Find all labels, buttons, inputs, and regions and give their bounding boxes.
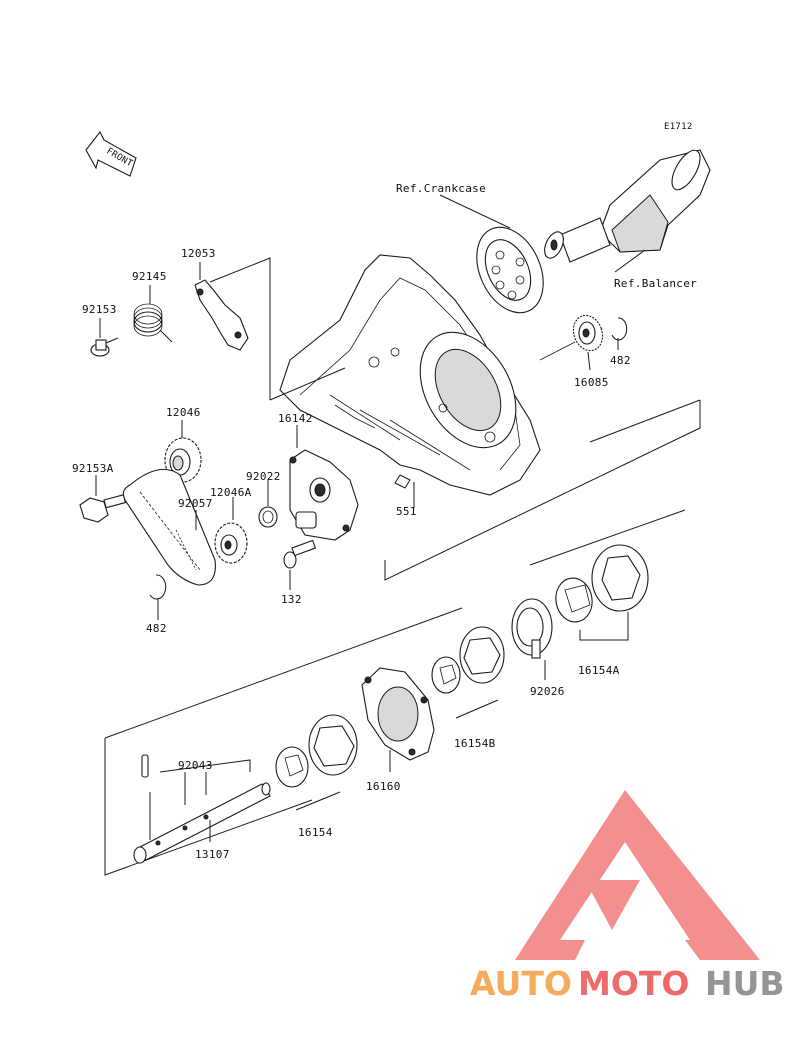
balancer-shaft-drawing — [544, 149, 711, 273]
sprocket-12046a-drawing — [214, 497, 248, 564]
bolt-132-drawing — [283, 539, 317, 590]
watermark-hub: HUB — [705, 964, 785, 1003]
label-16154: 16154 — [298, 826, 333, 839]
bolt-92153a-drawing — [79, 475, 127, 523]
label-92043: 92043 — [178, 759, 213, 772]
gear-16085-drawing — [572, 314, 604, 371]
label-ref-crankcase: Ref.Crankcase — [396, 182, 486, 195]
crankcase-drawing — [279, 254, 541, 508]
watermark-moto: MOTO — [578, 964, 689, 1003]
label-92026: 92026 — [530, 685, 565, 698]
label-92153: 92153 — [82, 303, 117, 316]
label-132: 132 — [281, 593, 302, 606]
pump-body-16160-drawing — [361, 667, 435, 772]
label-482-left: 482 — [146, 622, 167, 635]
outer-rotor-16154b-drawing — [431, 626, 505, 719]
label-16160: 16160 — [366, 780, 401, 793]
front-arrow-icon: FRONT — [85, 130, 137, 177]
chain-92057-drawing — [122, 468, 216, 586]
label-551: 551 — [396, 505, 417, 518]
pump-shaft-13107-drawing — [133, 782, 271, 864]
label-ref-balancer: Ref.Balancer — [614, 277, 697, 290]
chain-guide-12053-drawing — [194, 262, 249, 351]
label-16154a: 16154A — [578, 664, 620, 677]
watermark-logo — [515, 790, 760, 960]
label-16142: 16142 — [278, 412, 313, 425]
label-482-right: 482 — [610, 354, 631, 367]
circlip-482-right-drawing — [611, 317, 628, 350]
pump-cover-16142-drawing — [289, 425, 359, 541]
bolt-92153-drawing — [90, 318, 119, 357]
pin-92043-drawing — [141, 754, 251, 840]
watermark-auto: AUTO — [470, 964, 572, 1003]
label-16085: 16085 — [574, 376, 609, 389]
label-12046a: 12046A — [210, 486, 252, 499]
crankcase-bearing-drawing — [439, 194, 544, 314]
outer-rotor-16154-drawing — [275, 714, 358, 811]
label-13107: 13107 — [195, 848, 230, 861]
label-12046: 12046 — [166, 406, 201, 419]
o-ring-92022-drawing — [258, 480, 278, 528]
label-92022: 92022 — [246, 470, 281, 483]
plate-92026-drawing — [511, 598, 553, 680]
diagram-code: E1712 — [664, 122, 693, 132]
sprocket-12046-drawing — [164, 420, 202, 483]
label-92145: 92145 — [132, 270, 167, 283]
label-92057: 92057 — [178, 497, 213, 510]
spring-92145-drawing — [133, 285, 173, 343]
label-16154b: 16154B — [454, 737, 496, 750]
label-12053: 12053 — [181, 247, 216, 260]
outer-rotor-16154a-drawing — [555, 544, 649, 641]
watermark-text: AUTO MOTO HUB — [470, 964, 785, 1003]
circlip-482-left-drawing — [149, 574, 167, 620]
label-92153a: 92153A — [72, 462, 114, 475]
